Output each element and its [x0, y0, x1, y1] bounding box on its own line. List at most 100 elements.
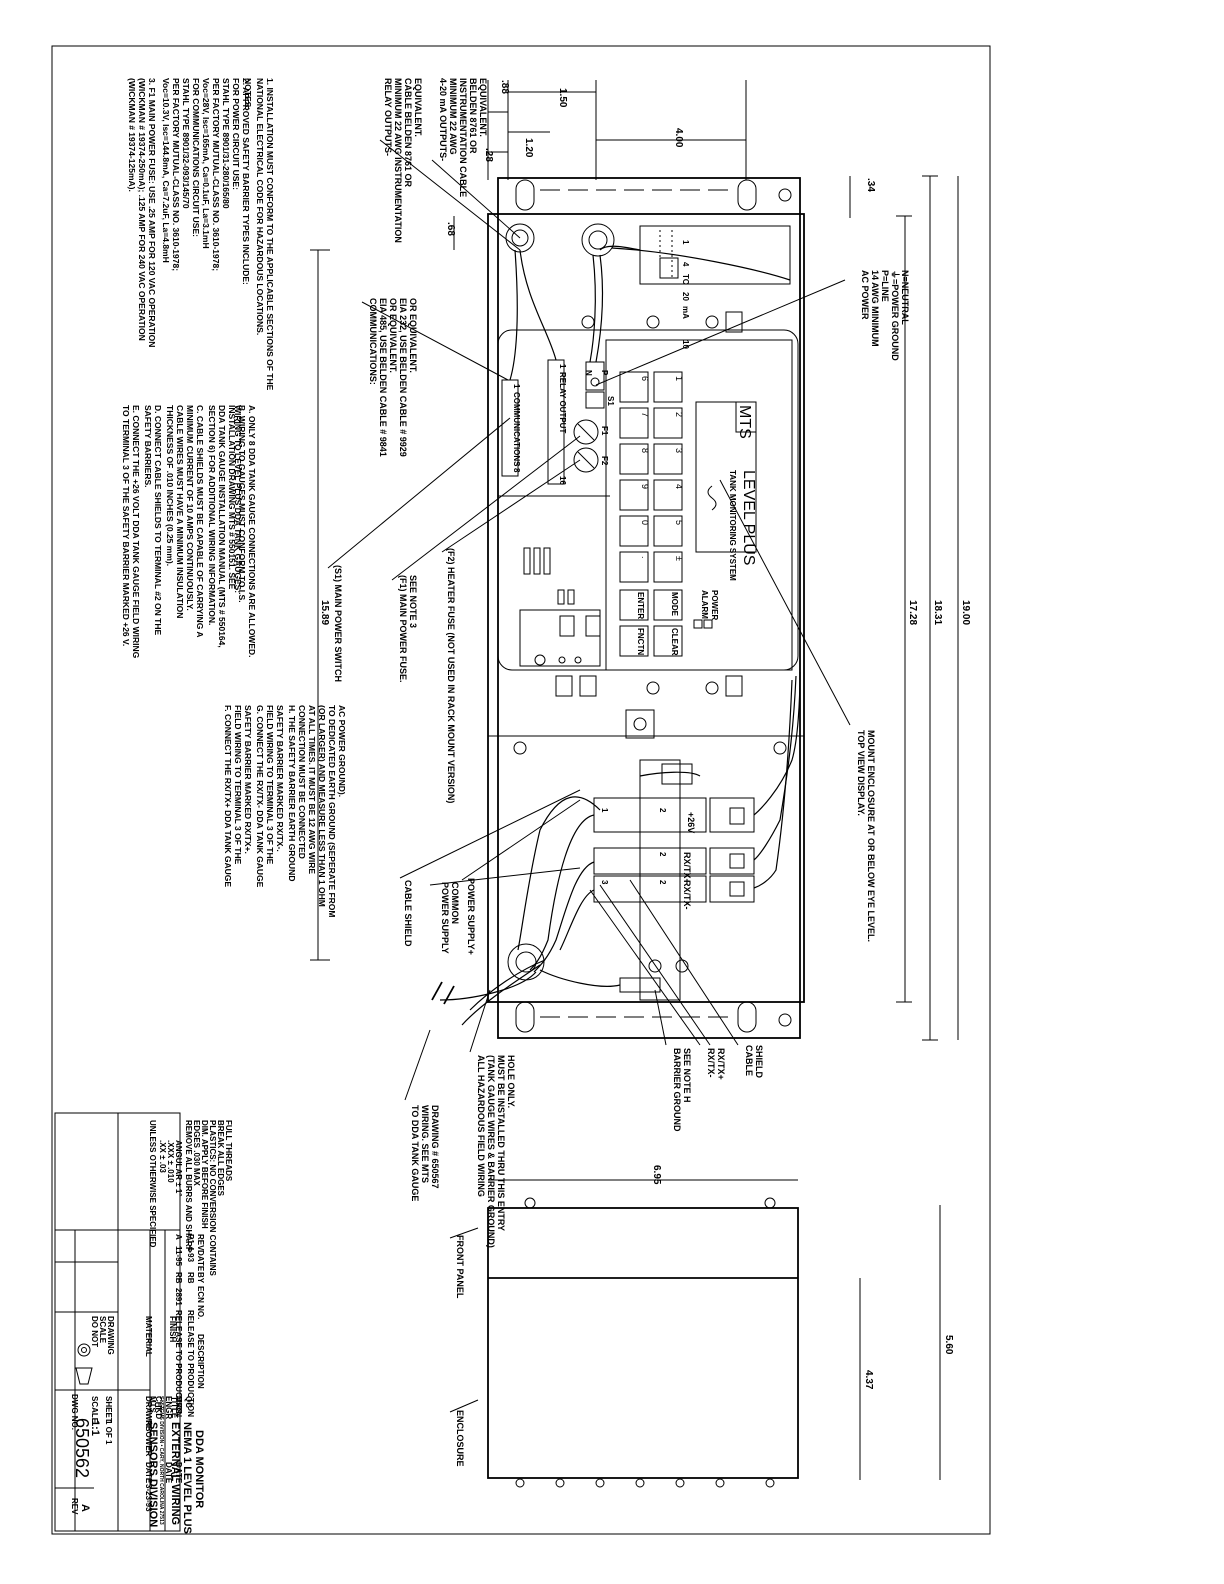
svg-text:NEMA 1 LEVEL PLUS: NEMA 1 LEVEL PLUS — [181, 1422, 193, 1534]
svg-text:BARRIER GROUND: BARRIER GROUND — [672, 1048, 682, 1132]
svg-text:MODE: MODE — [670, 592, 679, 617]
alarm-led — [693, 619, 703, 629]
note-line: PER FACTORY MUTUAL-CLASS NO. 3610-1978; — [171, 78, 181, 271]
svg-text:MFG: MFG — [174, 1396, 183, 1414]
svg-text:CHKD: CHKD — [154, 1396, 163, 1419]
svg-text:UNLESS OTHERWISE SPECIFIED: UNLESS OTHERWISE SPECIFIED — [148, 1120, 157, 1248]
svg-text:SCALE: SCALE — [98, 1316, 107, 1344]
alarm-indicator-label: ALARM — [700, 590, 709, 619]
svg-text:DO NOT: DO NOT — [90, 1316, 99, 1347]
wiring — [431, 245, 801, 1026]
svg-text:17.28: 17.28 — [907, 600, 918, 625]
svg-text:MINIMUM 22 AWG INSTRUMENTATION: MINIMUM 22 AWG INSTRUMENTATION — [393, 78, 403, 243]
svg-text:1.20: 1.20 — [523, 138, 534, 158]
svg-text:20: 20 — [681, 292, 690, 301]
wiring-note-line: G. CONNECT THE RX/TX- DDA TANK GAUGE — [255, 705, 265, 888]
svg-text:3: 3 — [674, 448, 684, 453]
approval-block: MATERIAL FINISH DRAWN CHKD ENGR MFG QC R… — [144, 1316, 193, 1512]
svg-text:.28: .28 — [483, 148, 494, 162]
key-decimal[interactable] — [619, 551, 649, 583]
company-logo: MTS — [148, 1396, 157, 1414]
svg-text:MINIMUM 22 AWG: MINIMUM 22 AWG — [448, 78, 458, 155]
svg-text:MATERIAL: MATERIAL — [144, 1316, 153, 1357]
svg-text:RELEASE TO PRODUCTION: RELEASE TO PRODUCTION — [174, 1310, 183, 1417]
svg-text:P=LINE: P=LINE — [880, 270, 890, 302]
main-fuse — [573, 419, 599, 445]
wiring-note-line: E. CONNECT THE +26 VOLT DDA TANK GAUGE F… — [131, 405, 141, 659]
svg-text:MUST BE INSTALLED THRU THIS EN: MUST BE INSTALLED THRU THIS ENTRY — [496, 1055, 506, 1231]
key-4[interactable] — [653, 479, 683, 511]
svg-text:REV: REV — [196, 1234, 205, 1251]
callout-main-fuse: (F1) MAIN POWER FUSE. SEE NOTE 3 — [398, 575, 418, 683]
svg-text:BREAK ALL EDGES: BREAK ALL EDGES — [216, 1120, 225, 1197]
wiring-note-line: (OR LARGER) AND MEASURE LESS THAN 1 OHM — [317, 705, 327, 907]
svg-text:FNCTN: FNCTN — [636, 628, 645, 655]
svg-text:.XX ± .03: .XX ± .03 — [158, 1140, 167, 1173]
key-8[interactable] — [619, 443, 649, 475]
keypad-row-bottom: 6 7 8 9 0 . ± — [619, 371, 684, 583]
callout-communications: COMMUNICATIONS: EIA 485, USE BELDEN CABL… — [368, 298, 418, 457]
key-9[interactable] — [619, 479, 649, 511]
svg-text:5.60: 5.60 — [943, 1335, 954, 1355]
svg-text:DDA MONITOR: DDA MONITOR — [193, 1430, 205, 1508]
wiring-note-line: MINIMUM CURRENT OF 10 AMPS CONTINUOUSLY. — [185, 405, 195, 611]
svg-text:DATE: DATE — [196, 1250, 205, 1272]
svg-text:±: ± — [674, 556, 684, 561]
svg-text:DRAWN: DRAWN — [144, 1396, 153, 1426]
wiring-note-line: D. CONNECT CABLE SHIELDS TO TERMINAL #2 … — [153, 405, 163, 635]
note-line: 1. INSTALLATION MUST CONFORM TO THE APPL… — [265, 78, 275, 391]
svg-text:FINISH: FINISH — [168, 1316, 177, 1342]
svg-text:MOUNT ENCLOSURE AT OR BELOW EY: MOUNT ENCLOSURE AT OR BELOW EYE LEVEL. — [866, 730, 876, 942]
svg-text:19.00: 19.00 — [960, 600, 971, 625]
svg-text:OR EQUIVALENT.: OR EQUIVALENT. — [388, 298, 398, 373]
callout-rx-tx-plus: RX/TX+ — [716, 1048, 726, 1080]
svg-text:16: 16 — [558, 476, 567, 485]
enter-key[interactable] — [619, 589, 649, 621]
svg-text:RX/TX-: RX/TX- — [706, 1048, 716, 1078]
company-address: SYSTEMS DIVISION • CARY, NORTH CAROLINA … — [158, 1396, 164, 1525]
clear-key[interactable] — [653, 625, 683, 657]
key-2[interactable] — [653, 407, 683, 439]
main-power-switch[interactable] — [585, 391, 605, 409]
screws — [513, 311, 787, 973]
key-7[interactable] — [619, 407, 649, 439]
svg-text:18.31: 18.31 — [932, 600, 943, 625]
svg-text:BELDEN 8761 OR: BELDEN 8761 OR — [468, 78, 478, 154]
wiring-notes-title: WIRING TO LEVEL PLUS DDA TANK GAUGES: — [233, 405, 243, 593]
mode-key[interactable] — [653, 589, 683, 621]
note-line: Voc=28V, Isc=165mA, Ca=0.1uF, La=3.1mH — [201, 78, 211, 249]
svg-text:(F1) MAIN POWER FUSE.: (F1) MAIN POWER FUSE. — [398, 575, 408, 683]
key-plus-minus[interactable] — [653, 551, 683, 583]
key-5[interactable] — [653, 515, 683, 547]
svg-text:4: 4 — [681, 262, 690, 267]
drawing-title: EXTERNAL WIRING — [169, 1422, 181, 1525]
wiring-note-line: CONNECTION MUST BE CONNECTED — [297, 705, 307, 859]
svg-text:TO DDA TANK GAUGE: TO DDA TANK GAUGE — [410, 1105, 420, 1201]
key-3[interactable] — [653, 443, 683, 475]
drawing-number: 650562 — [72, 1418, 92, 1478]
key-6[interactable] — [619, 371, 649, 403]
title-block: UNLESS OTHERWISE SPECIFIED .XX ± .03 .XX… — [54, 1112, 233, 1534]
leader-lines — [327, 139, 851, 1413]
svg-text:1.50: 1.50 — [557, 88, 568, 108]
svg-text:.68: .68 — [445, 222, 456, 236]
wiring-note-line: SAFETY BARRIER MARKED RX/TX-. — [275, 705, 285, 852]
heater-fuse — [573, 447, 599, 473]
fuse-f1-label: F1 — [600, 426, 609, 436]
svg-text:FRONT PANEL: FRONT PANEL — [455, 1235, 465, 1299]
key-1[interactable] — [653, 371, 683, 403]
svg-text:11-95: 11-95 — [174, 1246, 183, 1267]
svg-text:TO: TO — [681, 274, 690, 285]
terminal-pins — [659, 230, 673, 280]
fnctn-key[interactable] — [619, 625, 649, 657]
callout-ac-power: AC POWER 14 AWG MINIMUM P=LINE ⏚=POWER G… — [860, 270, 910, 361]
power-led — [703, 619, 713, 629]
drawing-border — [51, 45, 991, 1535]
key-0[interactable] — [619, 515, 649, 547]
svg-text:RX/TX+: RX/TX+ — [716, 1048, 726, 1080]
wiring-note-line: TO DEDICATED EARTH GROUND (SEPERATE FROM — [327, 705, 337, 918]
mts-brand: MTS — [736, 405, 753, 439]
svg-text:TOP VIEW DISPLAY.: TOP VIEW DISPLAY. — [856, 730, 866, 816]
svg-text:ENGR: ENGR — [164, 1396, 173, 1419]
projection-symbol — [75, 1343, 93, 1385]
